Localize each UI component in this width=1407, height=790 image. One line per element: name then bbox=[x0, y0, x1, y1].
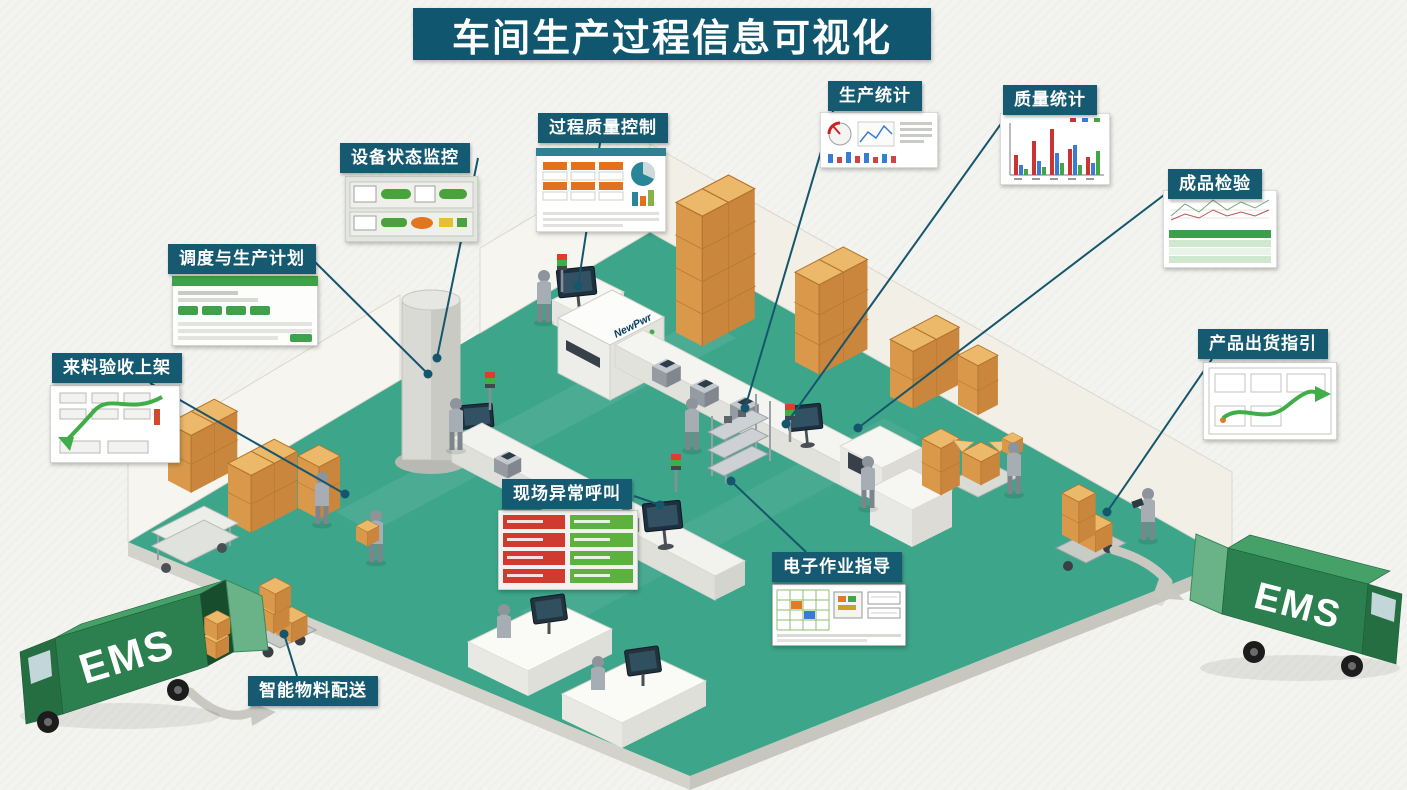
newpwr-machine: NewPwr bbox=[556, 289, 666, 401]
crate-stack-center bbox=[675, 174, 756, 347]
office-desk-1 bbox=[466, 593, 614, 696]
scheduling-plan-preview bbox=[172, 276, 318, 346]
process-quality-preview bbox=[536, 148, 666, 232]
storage-tower bbox=[395, 289, 467, 474]
shelf-rack bbox=[706, 394, 771, 483]
connector-nodes bbox=[279, 281, 1112, 639]
callout-scheduling-plan: 调度与生产计划 bbox=[168, 244, 316, 274]
incoming-material-preview bbox=[50, 385, 180, 463]
callout-equipment-status: 设备状态监控 bbox=[340, 143, 470, 173]
exception-call-preview bbox=[498, 510, 638, 590]
flow-arrow-right bbox=[1109, 545, 1184, 600]
truck-left: EMS bbox=[19, 579, 269, 733]
packing-station bbox=[921, 428, 1024, 499]
handheld-worker bbox=[1131, 488, 1158, 545]
callout-material-delivery: 智能物料配送 bbox=[248, 676, 378, 706]
flat-cart-left bbox=[150, 505, 240, 573]
callout-work-instruction: 电子作业指导 bbox=[772, 552, 902, 582]
page-title: 车间生产过程信息可视化 bbox=[413, 8, 931, 60]
quality-stats-preview bbox=[1000, 113, 1110, 185]
product-shipping-preview bbox=[1203, 362, 1337, 440]
truck-right: EMS bbox=[1189, 533, 1403, 681]
callout-process-quality: 过程质量控制 bbox=[538, 113, 668, 143]
production-stats-preview bbox=[820, 112, 938, 168]
equipment-status-preview bbox=[345, 176, 478, 242]
callout-quality-stats: 质量统计 bbox=[1003, 85, 1097, 115]
flow-arrow-left bbox=[185, 687, 276, 726]
office-desk-2 bbox=[560, 645, 708, 748]
callout-product-shipping: 产品出货指引 bbox=[1198, 329, 1328, 359]
callout-connectors bbox=[149, 110, 1213, 677]
crate-stack-small bbox=[957, 344, 999, 416]
finished-inspection-preview bbox=[1163, 190, 1277, 268]
callout-incoming-material: 来料验收上架 bbox=[52, 353, 182, 383]
callout-exception-call: 现场异常呼叫 bbox=[502, 479, 632, 509]
callout-finished-inspection: 成品检验 bbox=[1168, 169, 1262, 199]
callout-production-stats: 生产统计 bbox=[828, 81, 922, 111]
work-instruction-preview bbox=[772, 584, 906, 646]
